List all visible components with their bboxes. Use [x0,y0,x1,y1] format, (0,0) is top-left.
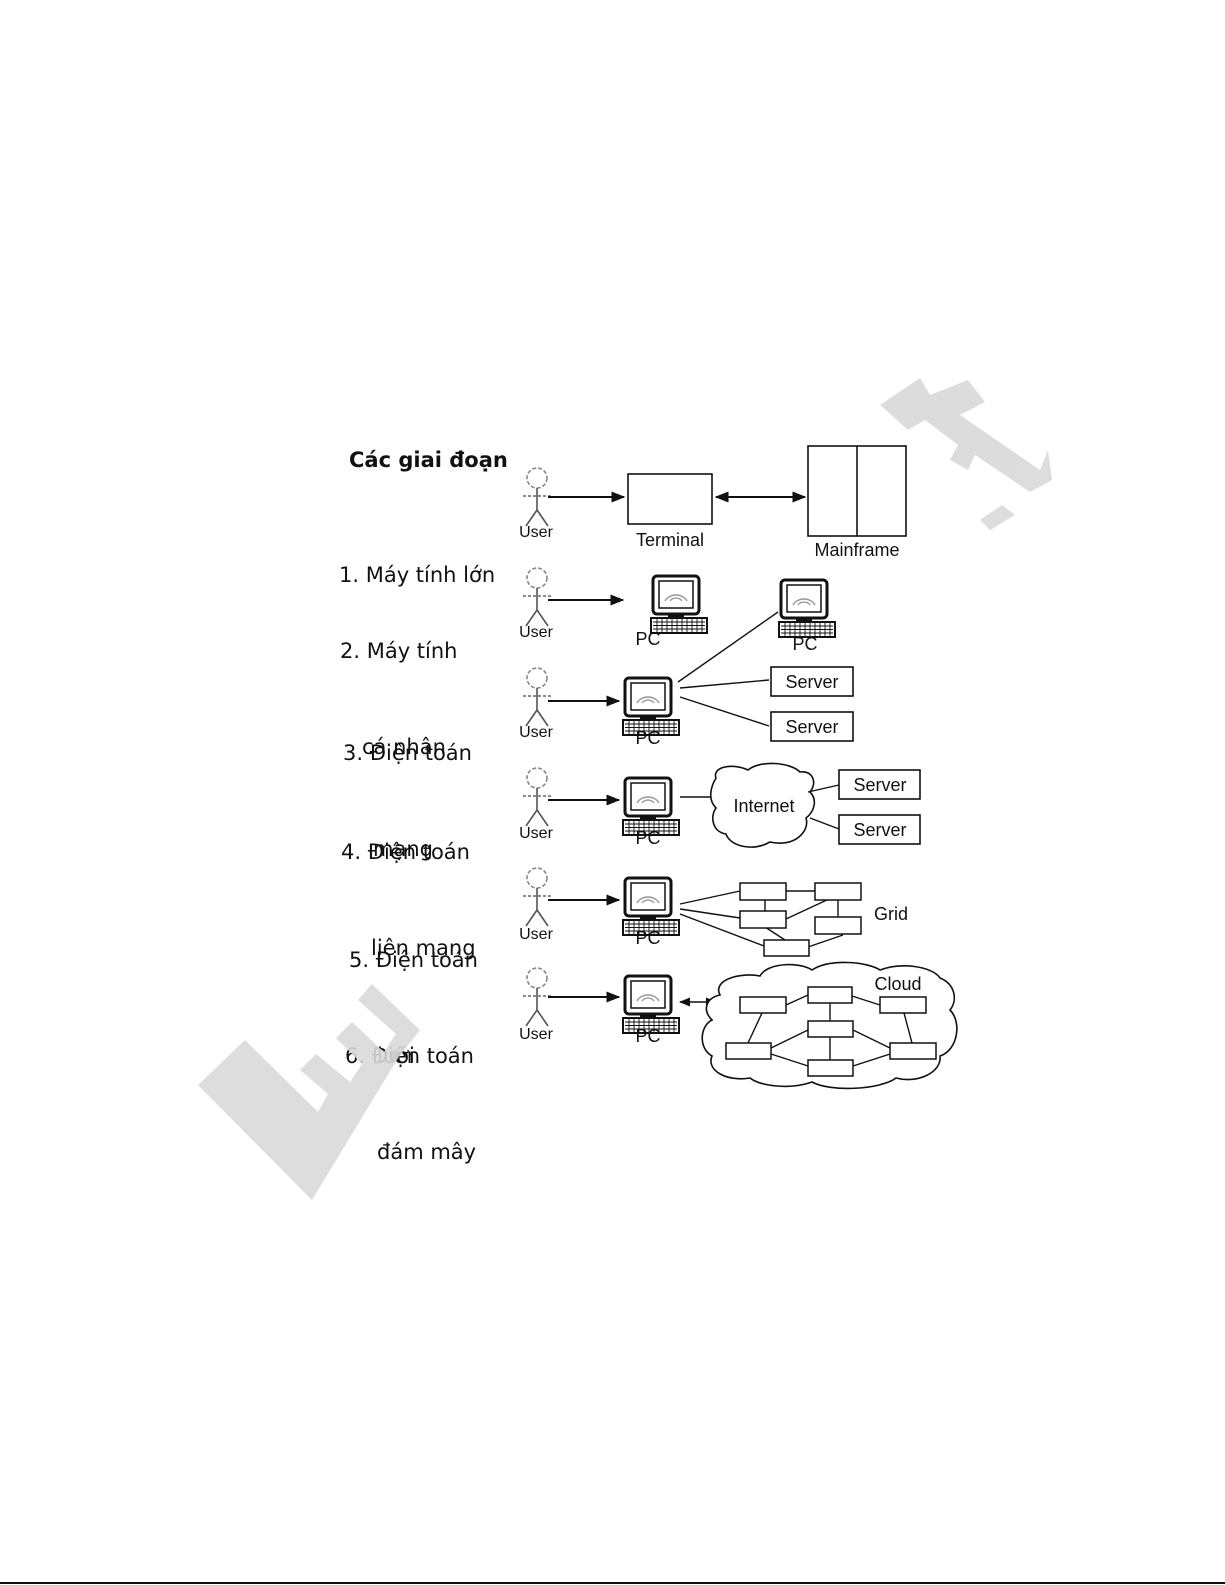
row-5-grid: User PC Grid [519,867,908,957]
internet-cloud [709,762,816,848]
pc-icon [621,776,681,837]
pc-label: PC [792,634,817,654]
stage-1-line1: 1. Máy tính lớn [339,563,496,587]
stage-4-line2: liên mạng [371,936,476,960]
user-label: User [519,926,553,943]
stage-1-label: 1. Máy tính lớn [339,495,495,623]
row-2-pc: User PC PC [519,567,837,654]
stage-3-label: 3. Điện toán mạng [343,673,472,897]
pc-icon [621,974,681,1035]
pc-label: PC [635,728,660,748]
grid-label: Grid [874,904,908,924]
pc-label: PC [635,629,660,649]
stage-5-line1: 5. Điện toán [349,948,478,972]
row-4-internet: User PC Internet Server Server [519,762,921,848]
pc-icon [621,676,681,737]
pc-icon [777,578,837,639]
user-icon [522,467,552,527]
terminal-label: Terminal [636,530,704,550]
stage-2-line2: cá nhân [362,735,446,759]
stage-3-line2: mạng [373,837,433,861]
stage-2-label: 2. Máy tính cá nhân [340,571,458,795]
internet-label: Internet [733,796,794,816]
user-icon [522,767,552,827]
row-3-network: User PC Server Server [519,611,854,748]
stage-2-line1: 2. Máy tính [340,639,458,663]
user-label: User [519,624,553,641]
pc-label: PC [635,828,660,848]
server-box [770,711,854,742]
row-1-mainframe: User Terminal Mainframe [519,445,907,560]
pc-label: PC [635,928,660,948]
server-label: Server [853,820,906,840]
stage-6-line2: đám mây [377,1140,477,1164]
server-label: Server [785,672,838,692]
page-bottom-rule [0,1582,1225,1584]
server-box [838,769,921,800]
stage-4-label: 4. Điện toán liên mạng [341,772,476,996]
stage-4-line1: 4. Điện toán [341,840,470,864]
server-box [770,666,854,697]
terminal-box [627,473,713,525]
cloud-label: Cloud [874,974,921,994]
user-icon [522,867,552,927]
server-label: Server [785,717,838,737]
server-label: Server [853,775,906,795]
figure-heading: Các giai đoạn [349,448,508,472]
pc-icon [621,876,681,937]
stage-3-line1: 3. Điện toán [343,741,472,765]
user-icon [522,967,552,1027]
user-icon [522,567,552,627]
mainframe-label: Mainframe [814,540,899,560]
user-label: User [519,724,553,741]
server-box [838,814,921,845]
pc-icon [649,574,709,635]
pc-label: PC [635,1026,660,1046]
user-icon [522,667,552,727]
user-label: User [519,825,553,842]
watermark [198,378,1052,1200]
row-6-cloud: User PC Cloud [519,961,958,1090]
user-label: User [519,524,553,541]
user-label: User [519,1026,553,1043]
